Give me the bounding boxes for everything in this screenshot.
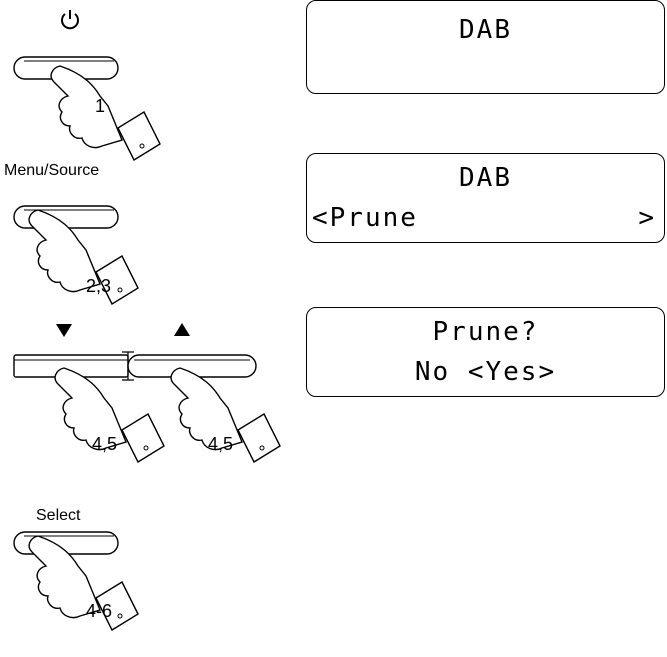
select-label: Select bbox=[36, 507, 81, 524]
up-button[interactable] bbox=[127, 354, 281, 463]
down-button[interactable] bbox=[13, 354, 165, 463]
step-number-select: 4-6 bbox=[86, 601, 113, 621]
button-divider bbox=[122, 351, 134, 381]
step-number-up: 4,5 bbox=[208, 434, 234, 454]
up-triangle-icon bbox=[174, 323, 190, 336]
step-number-down: 4,5 bbox=[92, 434, 118, 454]
step-number-power: 1 bbox=[95, 96, 106, 116]
lcd-3-line-2: No <Yes> bbox=[414, 357, 557, 387]
down-triangle-icon bbox=[56, 324, 72, 337]
select-button[interactable] bbox=[13, 531, 139, 631]
menu-source-button[interactable] bbox=[13, 205, 139, 305]
power-icon bbox=[61, 10, 79, 30]
step-number-menu: 2,3 bbox=[86, 276, 112, 296]
lcd-display-2: DAB <Prune > bbox=[306, 153, 665, 243]
power-button[interactable] bbox=[13, 56, 161, 161]
lcd-3-line-1: Prune? bbox=[432, 317, 539, 347]
lcd-display-3: Prune? No <Yes> bbox=[306, 307, 665, 397]
lcd-2-line-2-right: > bbox=[638, 203, 656, 233]
lcd-1-line-1: DAB bbox=[459, 15, 512, 45]
lcd-display-1: DAB bbox=[306, 0, 665, 94]
lcd-2-line-2-left: <Prune bbox=[312, 203, 418, 233]
lcd-2-line-1: DAB bbox=[459, 163, 512, 193]
button-illustrations bbox=[13, 56, 281, 631]
menu-source-label: Menu/Source bbox=[4, 162, 100, 179]
